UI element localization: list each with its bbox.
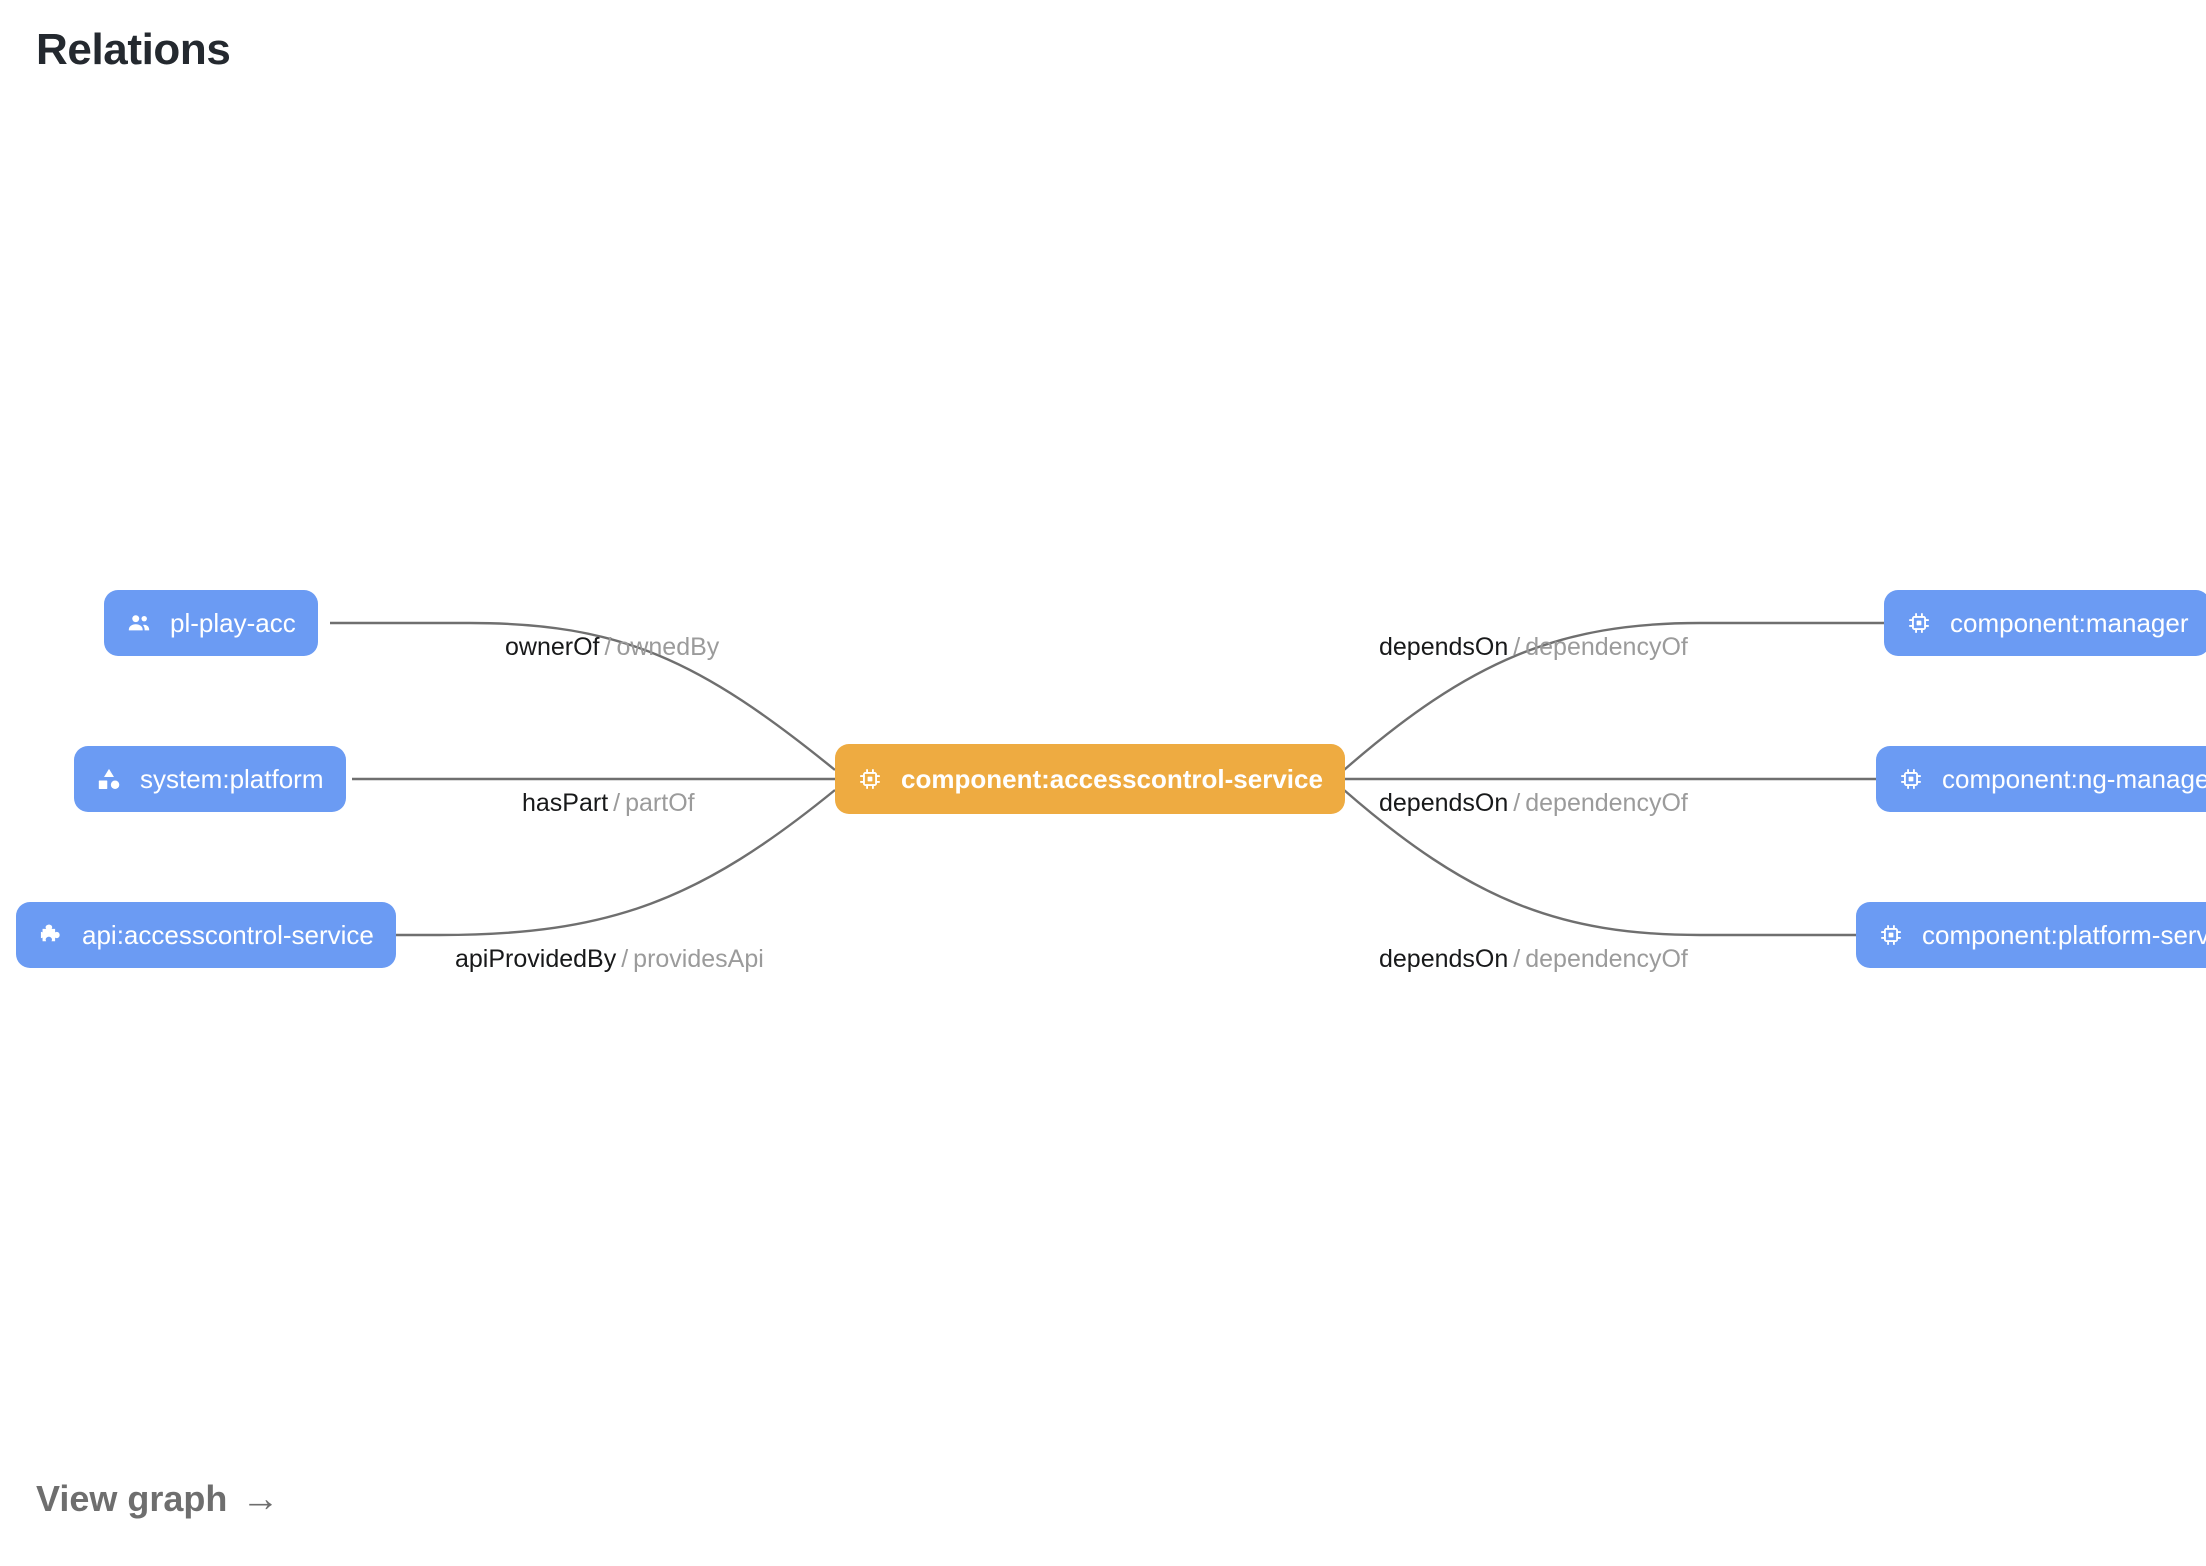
view-graph-label: View graph <box>36 1478 228 1519</box>
edge-label-forward: dependsOn <box>1379 945 1509 973</box>
graph-node-pl-play-acc[interactable]: pl-play-acc <box>104 590 318 656</box>
graph-node-label: component:ng-manager <box>1942 764 2206 794</box>
edge-label-reverse: dependencyOf <box>1525 789 1688 817</box>
graph-node-component-accesscontrol-service[interactable]: component:accesscontrol-service <box>835 744 1345 814</box>
edge-label-hasPart: hasPart/partOf <box>522 791 695 816</box>
view-graph-link[interactable]: View graph → <box>36 1478 279 1520</box>
graph-node-label: api:accesscontrol-service <box>82 920 374 950</box>
edge-label-separator: / <box>621 945 629 973</box>
graph-node-label: component:accesscontrol-service <box>901 764 1323 794</box>
memory-chip-icon <box>1898 766 1924 792</box>
edge-label-reverse: partOf <box>625 789 695 817</box>
graph-node-label: pl-play-acc <box>170 608 296 638</box>
edge-label-separator: / <box>604 633 612 661</box>
memory-chip-icon <box>1878 922 1904 948</box>
edge-label-separator: / <box>1513 789 1521 817</box>
memory-chip-icon <box>857 766 883 792</box>
graph-node-component-manager[interactable]: component:manager <box>1884 590 2206 656</box>
edge-label-dependsOn-manager: dependsOn/dependencyOf <box>1379 635 1688 660</box>
edge-label-reverse: dependencyOf <box>1525 945 1688 973</box>
edge-label-forward: apiProvidedBy <box>455 945 617 973</box>
edge-label-apiProvidedBy: apiProvidedBy/providesApi <box>455 947 764 972</box>
edge-label-reverse: dependencyOf <box>1525 633 1688 661</box>
edge-label-reverse: ownedBy <box>616 633 720 661</box>
edge-label-dependsOn-platform-service: dependsOn/dependencyOf <box>1379 947 1688 972</box>
graph-node-component-ng-manager[interactable]: component:ng-manager <box>1876 746 2206 812</box>
page-title: Relations <box>36 25 231 74</box>
edge-label-forward: dependsOn <box>1379 633 1509 661</box>
edge-label-separator: / <box>1513 633 1521 661</box>
category-shapes-icon <box>96 766 122 792</box>
puzzle-piece-icon <box>38 922 64 948</box>
memory-chip-icon <box>1906 610 1932 636</box>
arrow-right-icon: → <box>241 1478 280 1520</box>
edge-label-forward: hasPart <box>522 789 609 817</box>
graph-node-label: system:platform <box>140 764 324 794</box>
edge-label-separator: / <box>613 789 621 817</box>
group-people-icon <box>126 610 152 636</box>
graph-node-label: component:platform-service <box>1922 920 2206 950</box>
edge-label-ownerOf: ownerOf/ownedBy <box>505 635 719 660</box>
graph-node-component-platform-service[interactable]: component:platform-service <box>1856 902 2206 968</box>
edge-label-dependsOn-ng-manager: dependsOn/dependencyOf <box>1379 791 1688 816</box>
edge-label-forward: dependsOn <box>1379 789 1509 817</box>
graph-node-label: component:manager <box>1950 608 2189 638</box>
edge-label-forward: ownerOf <box>505 633 600 661</box>
edge-label-separator: / <box>1513 945 1521 973</box>
graph-node-api-accesscontrol-service[interactable]: api:accesscontrol-service <box>16 902 396 968</box>
edge-label-reverse: providesApi <box>633 945 764 973</box>
graph-node-system-platform[interactable]: system:platform <box>74 746 346 812</box>
